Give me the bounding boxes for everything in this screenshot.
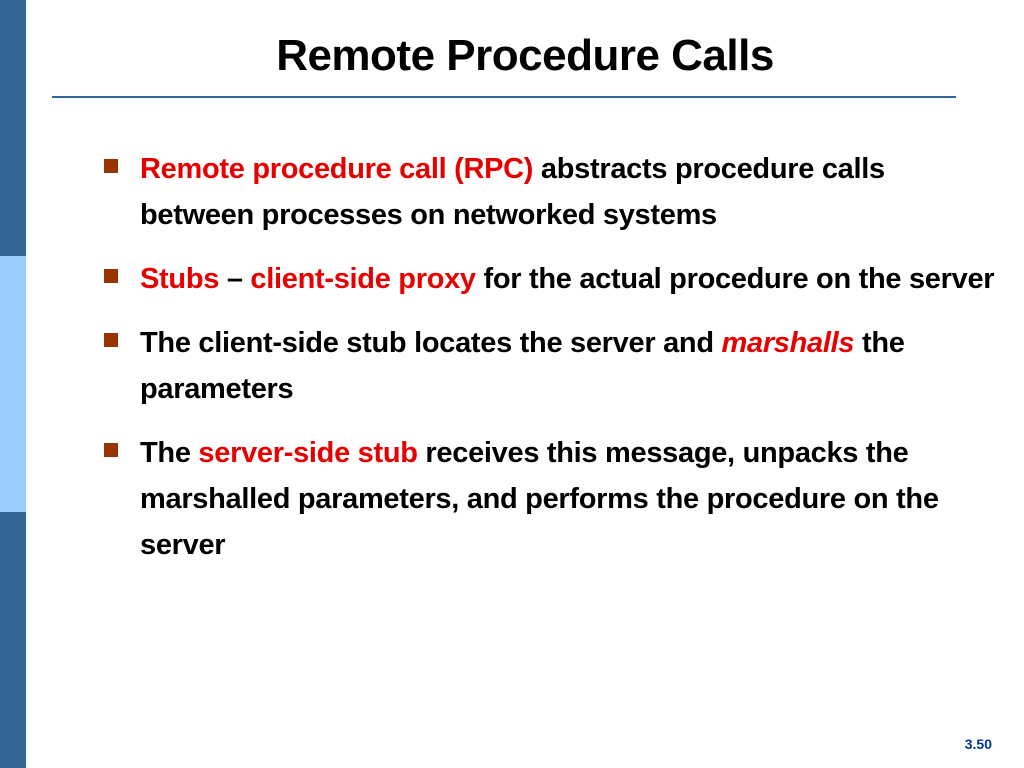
sidebar-decoration <box>0 0 26 768</box>
bullet-text-segment: abstracts procedure calls between proces… <box>140 153 885 231</box>
bullet-item: Remote procedure call (RPC) abstracts pr… <box>104 146 1004 238</box>
slide-title: Remote Procedure Calls <box>276 31 774 80</box>
bullet-text-segment: the parameters <box>140 327 905 405</box>
bullet-item: The client-side stub locates the server … <box>104 320 1004 412</box>
bullet-text: The server-side stub receives this messa… <box>140 437 939 561</box>
sidebar-segment-top <box>0 0 26 256</box>
square-bullet-icon <box>104 159 118 173</box>
bullet-text-segment: The <box>140 437 199 469</box>
bullet-text: Remote procedure call (RPC) abstracts pr… <box>140 153 885 231</box>
page-number: 3.50 <box>964 736 992 752</box>
bullet-item: Stubs – client-side proxy for the actual… <box>104 256 1004 302</box>
bullet-text: Stubs – client-side proxy for the actual… <box>140 263 995 295</box>
bullet-text-segment: – <box>219 263 251 295</box>
bullet-text-segment: server-side stub <box>198 437 418 469</box>
bullet-text-segment: Stubs <box>140 263 220 295</box>
bullet-text-segment: marshalls <box>721 327 855 359</box>
square-bullet-icon <box>104 333 118 347</box>
bullet-text: The client-side stub locates the server … <box>140 327 905 405</box>
square-bullet-icon <box>104 443 118 457</box>
title-divider <box>52 96 956 98</box>
bullet-text-segment: The client-side stub locates the server … <box>140 327 722 359</box>
bullet-text-segment: Remote procedure call (RPC) <box>140 153 534 185</box>
bullet-text-segment: receives this message, unpacks the marsh… <box>140 437 939 561</box>
bullet-list: Remote procedure call (RPC) abstracts pr… <box>104 146 1004 586</box>
sidebar-segment-bottom <box>0 512 26 768</box>
bullet-item: The server-side stub receives this messa… <box>104 430 1004 568</box>
bullet-text-segment: for the actual procedure on the server <box>475 263 995 295</box>
sidebar-segment-middle <box>0 256 26 512</box>
bullet-text-segment: client-side proxy <box>250 263 476 295</box>
square-bullet-icon <box>104 269 118 283</box>
